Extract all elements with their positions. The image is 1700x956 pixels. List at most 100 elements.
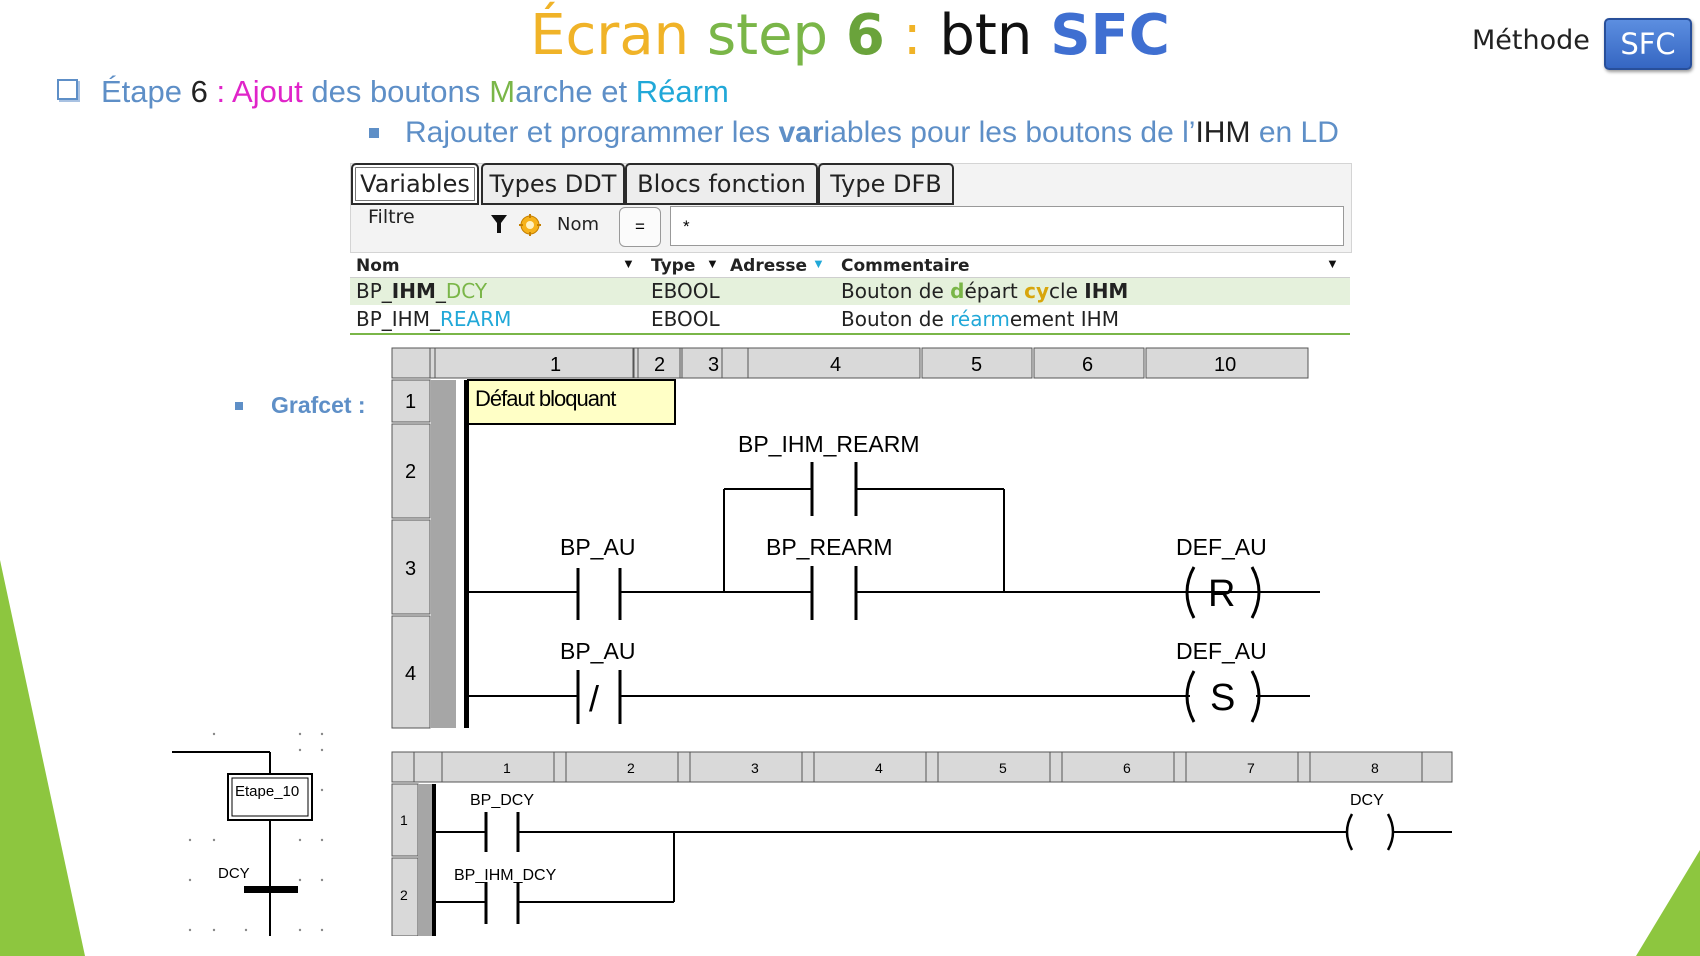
ladder-col-label: 1 bbox=[550, 354, 561, 376]
ladder2-col-label: 4 bbox=[875, 760, 883, 776]
ladder2-col-label: 8 bbox=[1371, 760, 1379, 776]
nom-part: DCY bbox=[445, 279, 488, 303]
label-def-au-set: DEF_AU bbox=[1176, 638, 1267, 664]
sfc-grid-dots bbox=[188, 732, 324, 932]
comment-part: cy bbox=[1024, 279, 1050, 303]
sfc-method-button[interactable]: SFC bbox=[1604, 18, 1692, 70]
ladder-col-header bbox=[434, 347, 634, 379]
instr-c: en LD bbox=[1258, 116, 1339, 149]
contact-bp-ihm-dcy[interactable] bbox=[484, 882, 520, 924]
nom-part: REARM bbox=[439, 307, 512, 331]
label-bp-au: BP_AU bbox=[560, 534, 635, 560]
left-power-rail bbox=[464, 380, 469, 728]
ladder-col-header bbox=[681, 347, 723, 379]
coil-reset[interactable]: R bbox=[1185, 566, 1261, 619]
ladder-row-header bbox=[391, 423, 431, 519]
funnel-icon[interactable] bbox=[491, 215, 507, 233]
title-btn: btn bbox=[939, 3, 1033, 68]
sfc-step-etape-10[interactable]: Etape_10 bbox=[227, 773, 313, 821]
comment-part: épart bbox=[964, 279, 1025, 303]
ladder-row-label: 3 bbox=[405, 558, 416, 580]
tab-type-dfb[interactable]: Type DFB bbox=[818, 163, 954, 205]
title-colon: : bbox=[902, 3, 922, 68]
ladder2-col-label: 1 bbox=[503, 760, 511, 776]
nom-part: IHM bbox=[391, 279, 436, 303]
sfc-transition-label: DCY bbox=[218, 865, 250, 882]
ladder-col-label: 2 bbox=[654, 354, 665, 376]
sort-commentaire-icon[interactable]: ▼ bbox=[1326, 256, 1339, 271]
ladder-col-header bbox=[1033, 347, 1145, 379]
ladder-col-label: 3 bbox=[708, 354, 719, 376]
title-sfc: SFC bbox=[1050, 3, 1170, 68]
tab-types-ddt[interactable]: Types DDT bbox=[481, 163, 625, 205]
nc-slash: / bbox=[589, 678, 599, 719]
instr-b: iables pour les boutons de l’ bbox=[823, 116, 1196, 149]
col-header-nom[interactable]: Nom bbox=[356, 256, 400, 276]
cell-nom: BP_IHM_DCY bbox=[356, 279, 487, 303]
ladder2-row-label: 2 bbox=[400, 887, 408, 903]
sort-adresse-icon[interactable]: ▼ bbox=[812, 256, 825, 271]
filter-equals-button[interactable]: = bbox=[619, 207, 661, 247]
instr-a: Rajouter et programmer les bbox=[405, 116, 771, 149]
table-row[interactable]: BP_IHM_REARM EBOOL Bouton de réarmement … bbox=[350, 306, 1350, 333]
ladder-row-header bbox=[391, 615, 431, 729]
ladder2-left-rail bbox=[432, 784, 436, 936]
heading-num: 6 bbox=[190, 74, 208, 109]
ladder-row-label: 2 bbox=[405, 461, 416, 483]
ladder-diagram-2: 1 2 3 4 5 6 7 8 1 2 BP_DCY BP_IHM_DCY DC… bbox=[391, 751, 1453, 936]
ladder-col-header bbox=[1145, 347, 1309, 379]
filter-input[interactable]: * bbox=[670, 206, 1344, 246]
col-header-adresse[interactable]: Adresse bbox=[730, 256, 808, 276]
sfc-step-label: Etape_10 bbox=[235, 783, 299, 800]
ladder2-row-label: 1 bbox=[400, 812, 408, 828]
comment-part: Bouton de bbox=[841, 307, 951, 331]
coil-set[interactable]: S bbox=[1185, 670, 1261, 723]
label-dcy: DCY bbox=[1350, 792, 1384, 809]
coil-reset-letter: R bbox=[1208, 573, 1235, 615]
sfc-transition[interactable] bbox=[244, 886, 298, 893]
comment-text: Défaut bloquant bbox=[475, 386, 616, 411]
ladder-col-label: 5 bbox=[971, 354, 982, 376]
table-row[interactable]: BP_IHM_DCY EBOOL Bouton de départ cycle … bbox=[350, 278, 1350, 305]
ladder-row-label: 1 bbox=[405, 391, 416, 413]
gear-icon[interactable] bbox=[519, 214, 541, 236]
tab-variables[interactable]: Variables bbox=[351, 163, 479, 205]
label-def-au-reset: DEF_AU bbox=[1176, 534, 1267, 560]
title-ecran: Écran bbox=[530, 3, 690, 68]
heading-des-boutons: des boutons bbox=[311, 74, 481, 109]
contact-bp-rearm[interactable] bbox=[810, 566, 858, 620]
comment-part: Bouton de bbox=[841, 279, 951, 303]
label-bp-dcy: BP_DCY bbox=[470, 792, 534, 809]
header-divider bbox=[350, 277, 1350, 278]
comment-part: d bbox=[950, 279, 965, 303]
nom-part: _ bbox=[435, 279, 446, 303]
contact-nc-bp-au[interactable] bbox=[576, 670, 622, 724]
coil-set-letter: S bbox=[1210, 677, 1235, 719]
tab-blocs-fonction[interactable]: Blocs fonction bbox=[625, 163, 818, 205]
sort-nom-icon[interactable]: ▼ bbox=[622, 256, 635, 271]
checkbox-bullet-icon bbox=[57, 79, 78, 100]
ladder-row-header bbox=[391, 519, 431, 615]
contact-bp-au[interactable] bbox=[576, 568, 622, 620]
nom-part: BP_ bbox=[356, 279, 392, 303]
ladder2-col-label: 7 bbox=[1247, 760, 1255, 776]
ladder2-gutter bbox=[418, 784, 432, 936]
table-bottom-border bbox=[350, 333, 1350, 335]
nom-part: BP_IHM_ bbox=[356, 307, 440, 331]
coil-dcy[interactable] bbox=[1345, 813, 1395, 851]
col-header-commentaire[interactable]: Commentaire bbox=[841, 256, 970, 276]
ladder2-col-label: 5 bbox=[999, 760, 1007, 776]
label-bp-ihm-rearm: BP_IHM_REARM bbox=[738, 431, 919, 457]
contact-bp-dcy[interactable] bbox=[484, 812, 520, 852]
heading-etape: Étape bbox=[101, 74, 183, 109]
col-header-type[interactable]: Type bbox=[651, 256, 696, 276]
title-step: step bbox=[706, 3, 829, 68]
sort-type-icon[interactable]: ▼ bbox=[706, 256, 719, 271]
heading-et: et bbox=[601, 74, 628, 109]
comment-part: ement IHM bbox=[1009, 307, 1119, 331]
comment-box bbox=[467, 379, 676, 425]
cell-type: EBOOL bbox=[651, 279, 720, 303]
contact-bp-ihm-rearm[interactable] bbox=[810, 462, 858, 516]
